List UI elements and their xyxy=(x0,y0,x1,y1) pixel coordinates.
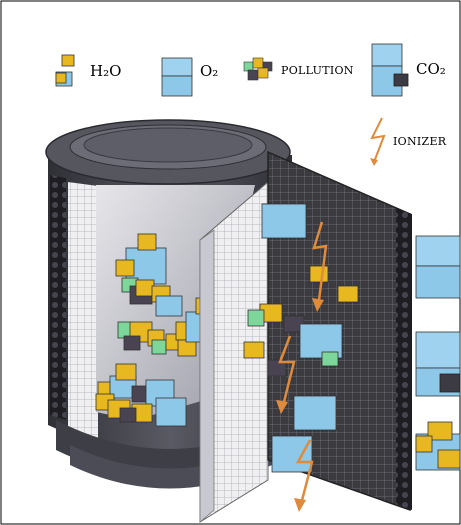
legend-pollution-label: POLLUTION xyxy=(281,64,354,77)
o2-icon xyxy=(161,57,193,97)
legend-h2o-label: H₂O xyxy=(90,62,122,80)
hepa-filter-panel xyxy=(199,180,269,523)
legend-o2-label: O₂ xyxy=(200,62,219,80)
h2o-icon xyxy=(55,54,75,87)
ionizer-label: IONIZER xyxy=(393,135,447,148)
co2-icon xyxy=(371,43,409,97)
legend-co2-label: CO₂ xyxy=(416,60,446,78)
pollution-icon xyxy=(243,57,273,81)
ionizer-bolts xyxy=(276,221,328,512)
clean-output-particles xyxy=(415,235,461,471)
lightning-bolt-icon xyxy=(370,117,386,166)
inner-particles xyxy=(95,233,211,427)
flow-particles xyxy=(243,203,359,473)
